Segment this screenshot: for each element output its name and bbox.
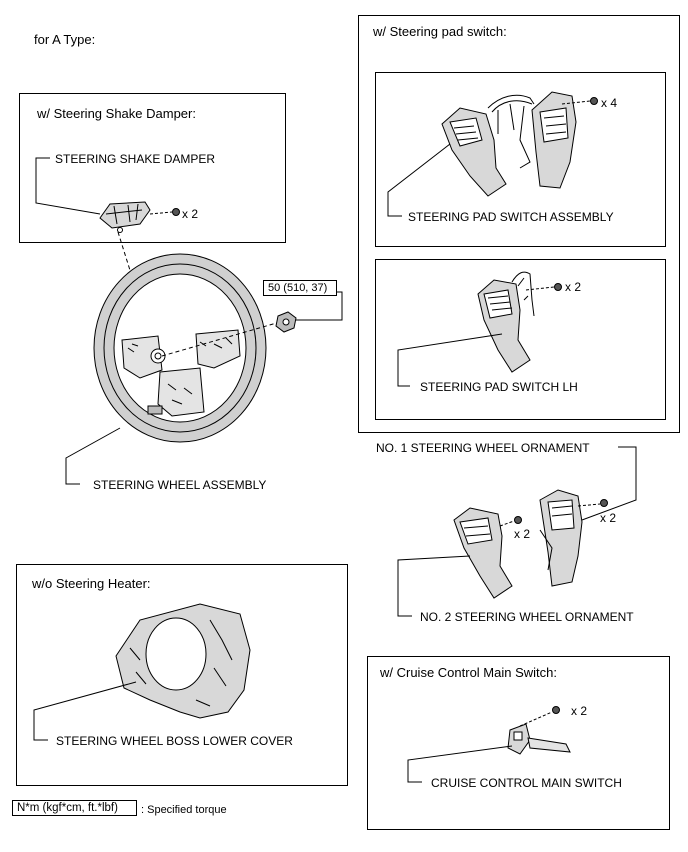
cruise-switch-label: CRUISE CONTROL MAIN SWITCH xyxy=(431,776,622,790)
legend-description: : Specified torque xyxy=(141,804,227,816)
boss-lower-cover-illustration xyxy=(115,603,251,719)
hub-nut-icon xyxy=(275,311,297,333)
pad-switch-lh-illustration xyxy=(477,271,535,373)
pad-switch-lh-bolt-icon xyxy=(554,283,562,291)
shake-damper-illustration xyxy=(99,201,151,233)
ornament-left-qty: x 2 xyxy=(514,527,531,541)
pad-switch-panel xyxy=(358,15,680,433)
cruise-panel xyxy=(367,656,670,830)
shake-damper-qty: x 2 xyxy=(182,207,199,221)
shake-damper-panel xyxy=(19,93,286,243)
shake-damper-label: STEERING SHAKE DAMPER xyxy=(55,152,216,166)
no2-ornament-illustration xyxy=(453,507,513,599)
cruise-qty: x 2 xyxy=(571,704,588,718)
pad-switch-lh-subpanel xyxy=(375,259,666,420)
ornament-right-bolt-icon xyxy=(600,499,608,507)
ornament-right-qty: x 2 xyxy=(600,511,617,525)
no1-ornament-label: NO. 1 STEERING WHEEL ORNAMENT xyxy=(376,441,590,455)
cruise-bolt-icon xyxy=(552,706,560,714)
type-label: for A Type: xyxy=(34,32,96,47)
pad-switch-assembly-subpanel xyxy=(375,72,666,247)
no1-ornament-illustration xyxy=(539,489,583,587)
pad-switch-assembly-bolt-icon xyxy=(590,97,598,105)
ornament-left-bolt-icon xyxy=(514,516,522,524)
cruise-title: w/ Cruise Control Main Switch: xyxy=(380,665,557,680)
steering-wheel-illustration xyxy=(93,253,267,443)
pad-switch-lh-qty: x 2 xyxy=(565,280,582,294)
pad-switch-assembly-label: STEERING PAD SWITCH ASSEMBLY xyxy=(408,210,614,224)
torque-callout: 50 (510, 37) xyxy=(263,280,337,296)
pad-switch-lh-label: STEERING PAD SWITCH LH xyxy=(420,380,578,394)
steering-wheel-label: STEERING WHEEL ASSEMBLY xyxy=(93,478,267,492)
pad-switch-assembly-illustration xyxy=(441,91,577,197)
cruise-switch-illustration xyxy=(507,723,571,755)
pad-switch-title: w/ Steering pad switch: xyxy=(373,24,507,39)
boss-lower-cover-label: STEERING WHEEL BOSS LOWER COVER xyxy=(56,734,293,748)
shake-damper-bolt-icon xyxy=(172,208,180,216)
heater-title: w/o Steering Heater: xyxy=(32,576,151,591)
shake-damper-title: w/ Steering Shake Damper: xyxy=(37,106,196,121)
legend-unit-box: N*m (kgf*cm, ft.*lbf) xyxy=(12,800,137,816)
heater-panel xyxy=(16,564,348,786)
no2-ornament-label: NO. 2 STEERING WHEEL ORNAMENT xyxy=(420,610,634,624)
pad-switch-assembly-qty: x 4 xyxy=(601,96,618,110)
